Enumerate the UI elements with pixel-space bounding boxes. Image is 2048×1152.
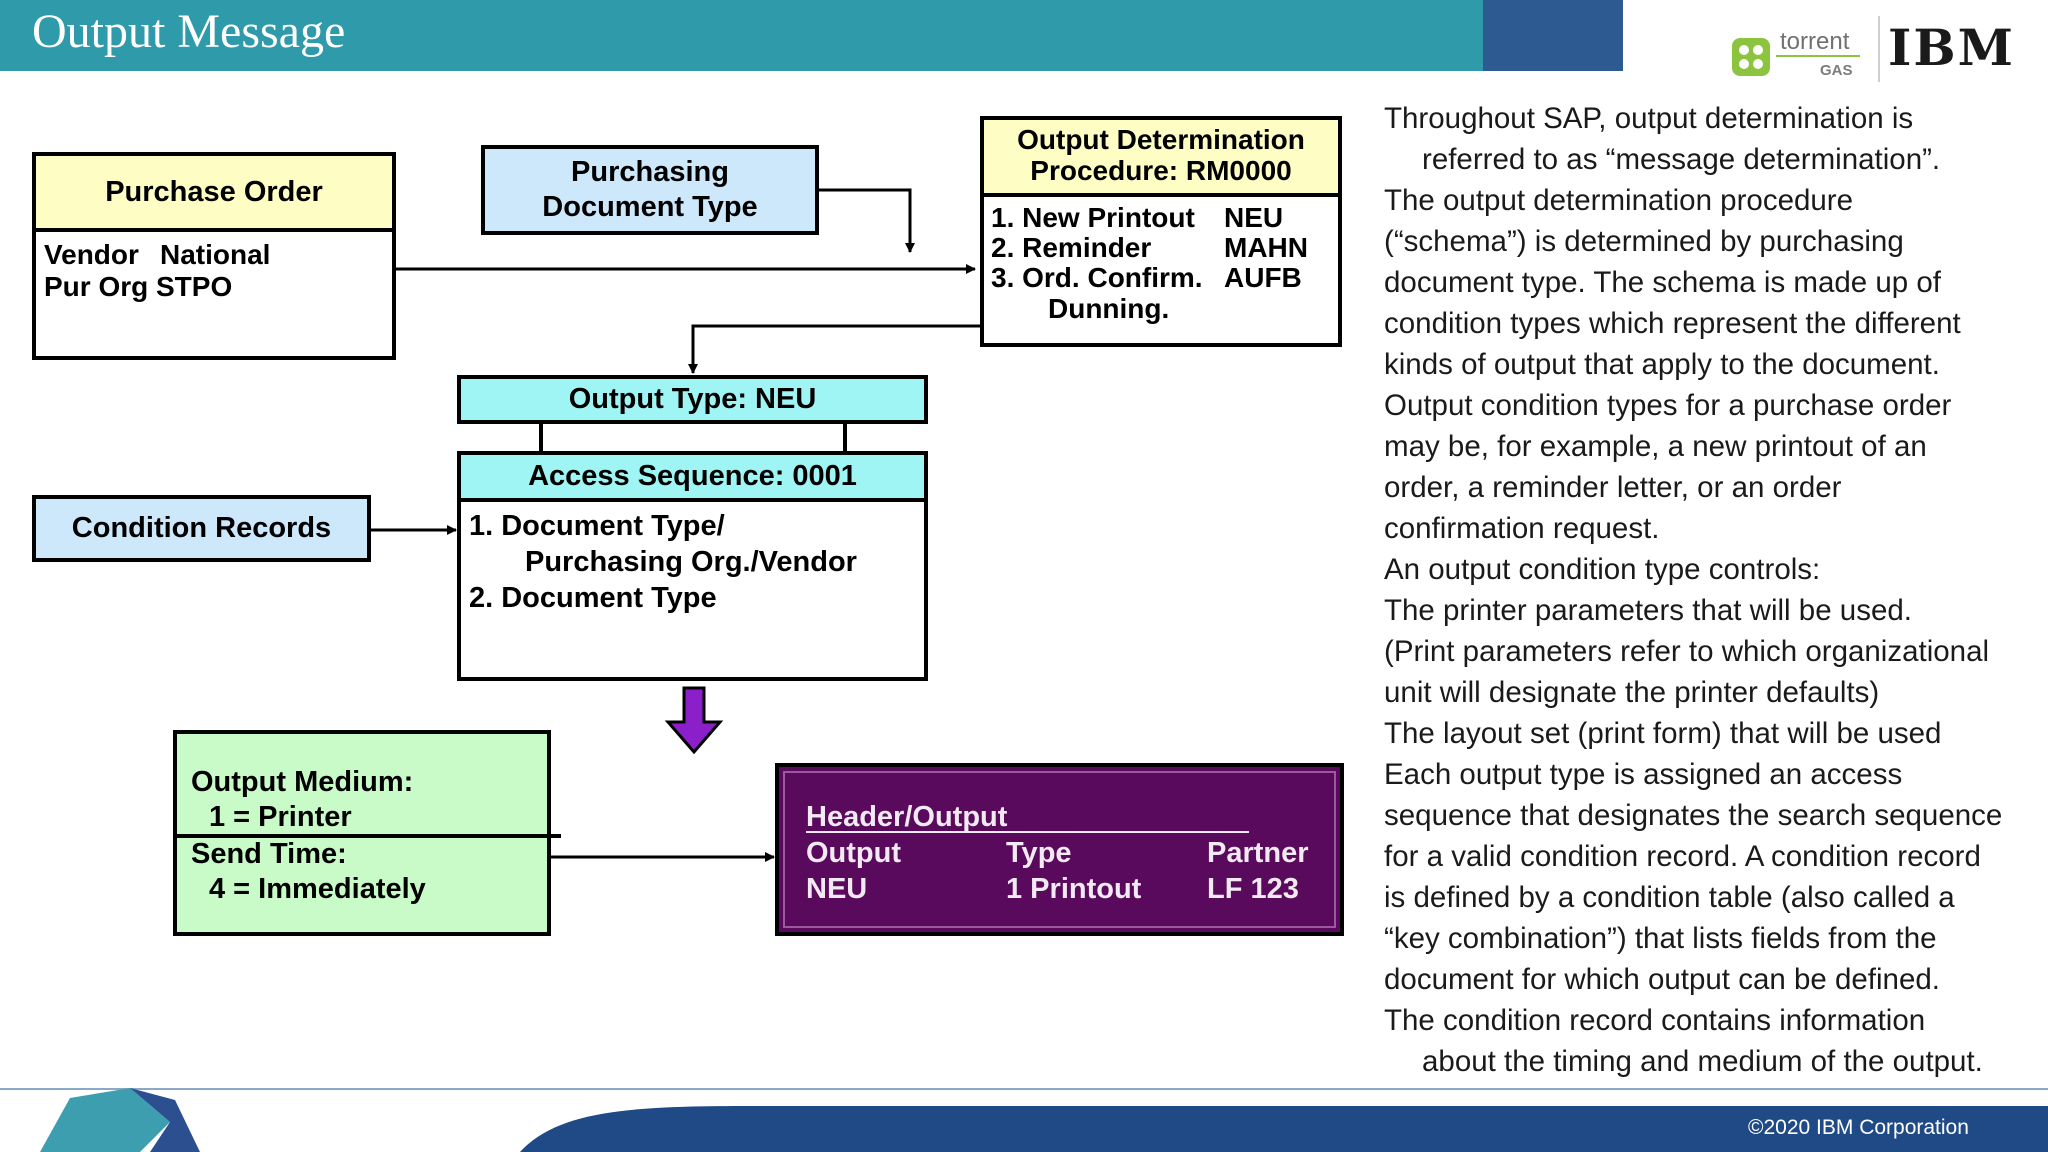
torrent-sub: GAS [1820,62,1853,79]
procedure-header: Output Determination Procedure: RM0000 [984,120,1338,197]
text-line: Throughout SAP, output determination is [1384,102,1914,135]
condition-records-box: Condition Records [32,495,371,562]
procedure-item-3-label: 3. Ord. Confirm. [991,262,1203,293]
logo-divider [1878,16,1880,82]
access-sequence-box: Access Sequence: 0001 1. Document Type/ … [457,451,928,681]
torrent-mark-icon [1732,38,1860,76]
access-sequence-title: Access Sequence: 0001 [461,455,924,502]
text-line: is defined by a condition table (also ca… [1384,881,1955,914]
medium-line2: 1 = Printer [209,801,352,833]
po-purorg-label: Pur Org [44,271,149,302]
footer-divider [0,1088,2048,1090]
procedure-extra: Dunning. [1048,293,1170,324]
header-accent [1483,0,1623,71]
torrent-gas-logo: torrent GAS [1728,28,1880,84]
ibm-logo: IBM [1888,18,2015,77]
procedure-item-1-label: 1. New Printout [991,202,1195,233]
access-seq-line1: 1. Document Type/ [469,510,725,542]
header-output-inner-frame [783,771,1336,928]
header-bar [0,0,1483,71]
text-line: The printer parameters that will be used… [1384,594,1912,627]
col-type-value: 1 Printout [1006,873,1142,905]
diagram-connectors [370,188,980,862]
procedure-item-1-code: NEU [1224,202,1284,233]
text-line: Output condition types for a purchase or… [1384,389,1952,422]
procedure-to-outputtype-arrow [688,324,980,374]
torrent-name: torrent [1780,28,1850,55]
text-line: document for which output can be defined… [1384,963,1940,996]
medium-line3: Send Time: [191,838,347,870]
po-purorg-value: STPO [156,271,233,302]
purchase-order-box: Purchase Order Vendor National Pur Org S… [32,152,396,360]
purchasing-doc-type-box: Purchasing Document Type [481,145,819,235]
text-line: An output condition type controls: [1384,553,1821,586]
footer-graphic [40,1088,2048,1152]
text-line: unit will designate the printer defaults… [1384,676,1880,709]
text-line: for a valid condition record. A conditio… [1384,840,1981,873]
output-type-label: Output Type: NEU [568,383,817,415]
medium-divider [177,834,561,838]
col-output-head: Output [806,837,902,869]
access-seq-line2: Purchasing Org./Vendor [525,546,857,578]
text-line: may be, for example, a new printout of a… [1384,430,1927,463]
header-output-underline [806,831,1249,833]
text-line: (“schema”) is determined by purchasing [1384,225,1904,258]
medium-line1: Output Medium: [191,766,414,798]
doc-type-line1: Purchasing [571,156,729,188]
text-line: confirmation request. [1384,512,1660,545]
text-line: about the timing and medium of the outpu… [1422,1045,1983,1078]
header-output-box: Header/Output Output Type Partner NEU 1 … [775,763,1344,936]
output-medium-box: Output Medium: 1 = Printer Send Time: 4 … [173,730,561,936]
output-determination-box: Output Determination Procedure: RM0000 1… [980,116,1342,347]
text-line: order, a reminder letter, or an order [1384,471,1842,504]
col-partner-value: LF 123 [1207,873,1299,905]
text-line: The condition record contains informatio… [1384,1004,1926,1037]
doctype-to-procedure-arrow [818,188,915,253]
procedure-item-2-label: 2. Reminder [991,232,1152,263]
text-line: referred to as “message determination”. [1422,143,1941,176]
condition-records-label: Condition Records [71,512,332,544]
explanation-text: Throughout SAP, output determination is … [1384,98,2044,1082]
text-line: Each output type is assigned an access [1384,758,1903,791]
procedure-item-2-code: MAHN [1224,232,1308,263]
procedure-item-3-code: AUFB [1224,262,1302,293]
output-type-box: Output Type: NEU [457,375,928,424]
header-output-title: Header/Output [806,801,1008,833]
text-line: The layout set (print form) that will be… [1384,717,1942,750]
down-arrow-icon [664,686,724,755]
procedure-title-line1: Output Determination [1017,124,1305,155]
slide-title: Output Message [32,5,346,58]
col-type-head: Type [1006,837,1072,869]
text-line: sequence that designates the search sequ… [1384,799,2003,832]
medium-line4: 4 = Immediately [209,873,426,905]
text-line: document type. The schema is made up of [1384,266,1941,299]
page-number: 35 [198,1110,217,1129]
text-line: “key combination”) that lists fields fro… [1384,922,1937,955]
text-line: (Print parameters refer to which organiz… [1384,635,1990,668]
po-vendor-value: National [160,239,271,270]
text-line: kinds of output that apply to the docume… [1384,348,1940,381]
procedure-title-line2: Procedure: RM0000 [1030,155,1292,186]
col-partner-head: Partner [1207,837,1309,869]
purchase-order-title: Purchase Order [36,156,392,232]
copyright: ©2020 IBM Corporation [1748,1116,1969,1139]
text-line: The output determination procedure [1384,184,1854,217]
text-line: condition types which represent the diff… [1384,307,1961,340]
col-output-value: NEU [806,873,868,905]
access-seq-line3: 2. Document Type [469,582,717,614]
po-vendor-label: Vendor [44,239,139,270]
doc-type-line2: Document Type [542,191,758,223]
